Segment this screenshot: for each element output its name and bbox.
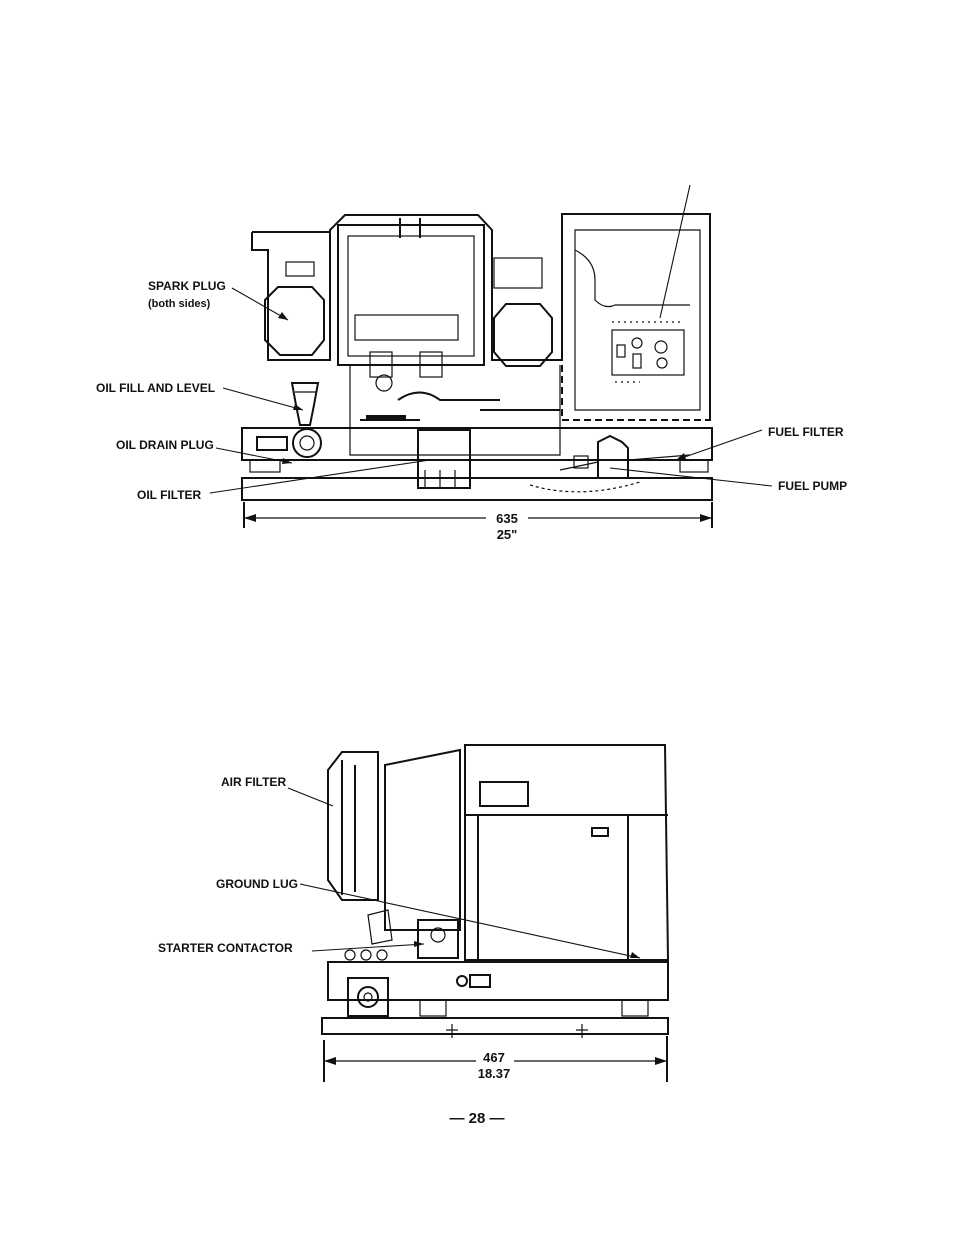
label-spark-plug-note: (both sides): [148, 298, 211, 310]
engine-shroud: [338, 225, 484, 365]
label-oil-drain-plug: OIL DRAIN PLUG: [116, 438, 214, 452]
label-fuel-filter: FUEL FILTER: [768, 425, 844, 439]
label-fuel-pump: FUEL PUMP: [778, 479, 847, 493]
label-spark-plug: SPARK PLUG: [148, 279, 226, 293]
dimension-467: 467: [483, 1050, 505, 1065]
side-mounting-plate: [322, 1018, 668, 1034]
housing-side: [465, 745, 668, 960]
label-oil-filter: OIL FILTER: [137, 488, 202, 502]
label-air-filter: AIR FILTER: [221, 775, 286, 789]
spark-plug-cover-left: [265, 287, 324, 355]
spark-plug-cover-right: [494, 304, 552, 366]
control-panel-leader: [660, 185, 690, 318]
oil-fill-tube: [292, 383, 318, 425]
air-filter-housing: [328, 752, 378, 900]
side-view-drawing: 467 18.37 AIR FILTER GROUND LUG STARTER …: [158, 745, 668, 1082]
fuel-pump-body: [598, 436, 628, 478]
control-panel: [612, 330, 684, 375]
oil-drain-fitting: [293, 429, 321, 457]
housing-outline: [252, 214, 710, 420]
label-ground-lug: GROUND LUG: [216, 877, 298, 891]
engine-body-side: [385, 750, 460, 930]
side-base: [328, 962, 668, 1000]
label-oil-fill-and-level: OIL FILL AND LEVEL: [96, 381, 215, 395]
mounting-plate: [242, 478, 712, 500]
starter-contactor-body: [418, 920, 458, 958]
dimension-25-in: 25": [497, 527, 518, 542]
page-number: — 28 —: [0, 1110, 954, 1127]
label-starter-contactor: STARTER CONTACTOR: [158, 941, 293, 955]
control-box: [562, 214, 710, 420]
front-view-drawing: 635 25" SPARK PLUG (both sides) OIL FILL…: [96, 185, 847, 542]
dimension-635: 635: [496, 511, 518, 526]
dimension-18-37: 18.37: [478, 1066, 511, 1081]
